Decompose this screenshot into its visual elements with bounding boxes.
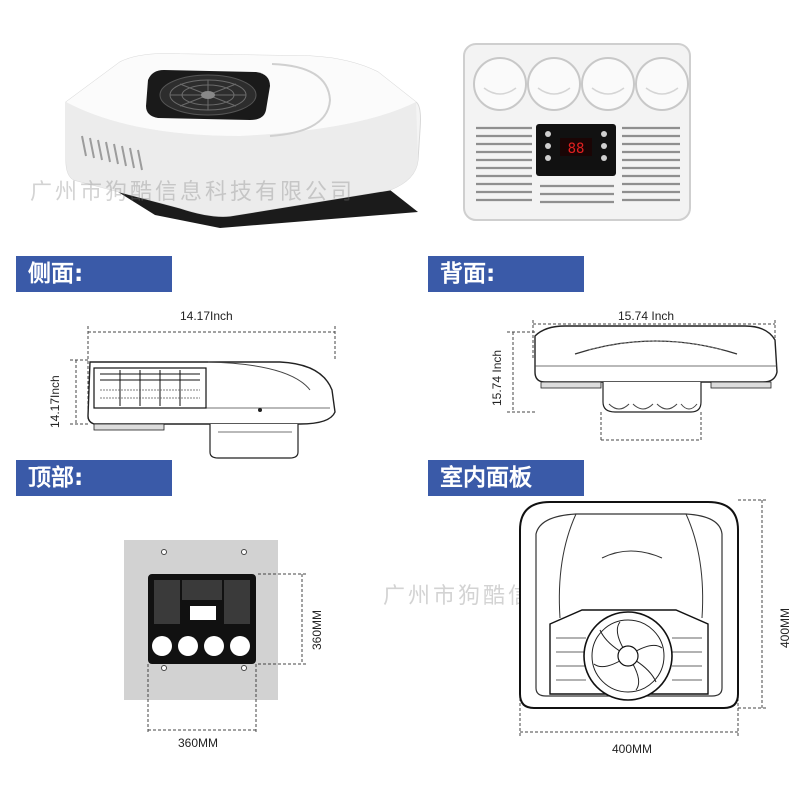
indoor-panel-drawing bbox=[519, 499, 766, 736]
back-height-label: 15.74 Inch bbox=[490, 349, 504, 406]
side-width-label: 14.17Inch bbox=[180, 309, 233, 323]
fan-grille-icon bbox=[146, 70, 270, 120]
back-view-drawing bbox=[507, 320, 778, 442]
panel-width-label: 400MM bbox=[612, 742, 653, 756]
air-vent-icon bbox=[473, 57, 689, 111]
svg-text:88: 88 bbox=[568, 141, 585, 157]
indoor-panel-photo: 88 bbox=[463, 43, 691, 221]
side-height-label: 14.17Inch bbox=[48, 375, 62, 428]
control-display-icon: 88 bbox=[536, 124, 616, 176]
section-label-indoor-panel: 室内面板 bbox=[428, 460, 584, 496]
top-height-label: 360MM bbox=[310, 609, 324, 650]
section-label-side: 侧面: bbox=[16, 256, 172, 292]
fan-drawing-icon bbox=[583, 611, 673, 701]
panel-height-label: 400MM bbox=[778, 607, 792, 648]
side-view-drawing bbox=[70, 326, 336, 459]
top-view-drawing bbox=[124, 540, 306, 734]
top-width-label: 360MM bbox=[178, 736, 219, 750]
rooftop-unit-photo bbox=[65, 53, 421, 228]
section-label-back: 背面: bbox=[428, 256, 584, 292]
section-label-top: 顶部: bbox=[16, 460, 172, 496]
watermark-top: 广州市狗酷信息科技有限公司 bbox=[30, 180, 356, 205]
back-width-label: 15.74 Inch bbox=[618, 309, 675, 323]
